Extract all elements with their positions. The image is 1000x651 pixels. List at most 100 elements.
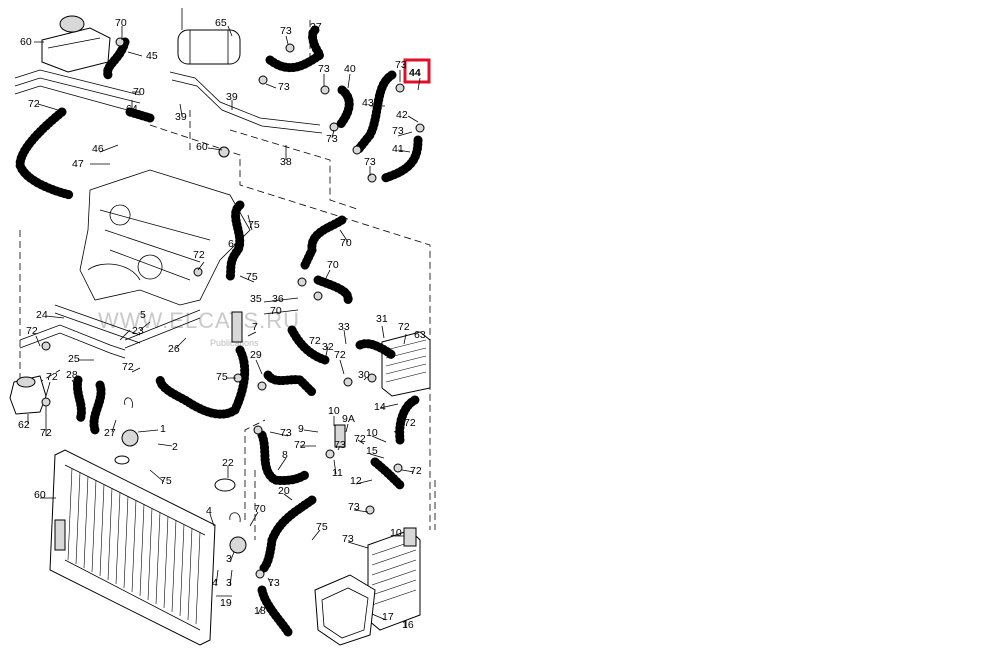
callout-26: 26 [168, 343, 180, 355]
callout-24: 24 [36, 309, 48, 321]
callout-8: 8 [282, 449, 288, 461]
callout-73: 73 [364, 156, 376, 168]
callout-72: 72 [334, 349, 346, 361]
leader-lines [27, 25, 421, 628]
callout-70: 70 [115, 17, 127, 29]
callout-27: 27 [104, 427, 116, 439]
coolant-pipes [14, 69, 323, 359]
callout-72: 72 [294, 439, 306, 451]
callout-73: 73 [280, 427, 292, 439]
callout-73: 73 [334, 439, 346, 451]
callout-28: 28 [66, 369, 78, 381]
hoses [15, 25, 423, 637]
callout-10: 10 [328, 405, 340, 417]
callout-3: 3 [226, 553, 232, 565]
callout-46: 46 [92, 143, 104, 155]
coolant-reservoir [9, 375, 47, 415]
callout-75: 75 [246, 271, 258, 283]
callout-39: 39 [175, 111, 187, 123]
callout-75: 75 [216, 371, 228, 383]
callout-73: 73 [326, 133, 338, 145]
callout-19: 19 [220, 597, 232, 609]
callout-17: 17 [382, 611, 394, 623]
callout-40: 40 [344, 63, 356, 75]
callout-70: 70 [254, 503, 266, 515]
callout-20: 20 [278, 485, 290, 497]
clamps-fittings [41, 37, 425, 579]
callout-75: 75 [160, 475, 172, 487]
callout-11: 11 [332, 467, 343, 479]
callout-42: 42 [396, 109, 408, 121]
callout-60: 60 [20, 36, 32, 48]
callout-45: 45 [146, 50, 158, 62]
radiator [49, 449, 216, 646]
callout-72: 72 [404, 417, 416, 429]
callout-37: 37 [310, 21, 322, 33]
callout-7: 7 [252, 321, 258, 333]
callout-70: 70 [340, 237, 352, 249]
callout-72: 72 [354, 433, 366, 445]
callout-38: 38 [280, 156, 292, 168]
engine-block [79, 169, 251, 306]
callout-72: 72 [122, 361, 134, 373]
callout-72: 72 [46, 371, 58, 383]
callout-73: 73 [342, 533, 354, 545]
callout-10: 10 [390, 527, 402, 539]
callout-63: 63 [414, 329, 426, 341]
callout-72: 72 [309, 335, 321, 347]
oil-cooler [381, 331, 431, 397]
callout-41: 41 [392, 143, 404, 155]
callout-25: 25 [68, 353, 80, 365]
callout-72: 72 [28, 98, 40, 110]
callout-73: 73 [318, 63, 330, 75]
auxiliary-pump [177, 8, 241, 65]
heater-housing [314, 574, 376, 646]
callout-62: 62 [18, 419, 30, 431]
callout-15: 15 [366, 445, 378, 457]
highlight-box-44 [403, 58, 431, 84]
callout-73: 73 [278, 81, 290, 93]
callout-36: 36 [272, 293, 284, 305]
callout-6: 6 [228, 238, 234, 250]
callout-33: 33 [338, 321, 350, 333]
callout-73: 73 [268, 577, 280, 589]
callout-35: 35 [250, 293, 262, 305]
callout-44: 44 [409, 67, 421, 79]
callout-9A: 9A [342, 413, 355, 425]
callout-43: 43 [362, 97, 374, 109]
callout-14: 14 [374, 401, 386, 413]
callout-39: 39 [226, 91, 238, 103]
watermark-sub: Publications [210, 338, 259, 348]
callout-2: 2 [172, 441, 178, 453]
callout-72: 72 [398, 321, 410, 333]
expansion-tank [41, 15, 111, 73]
callout-4: 4 [212, 577, 218, 589]
callout-9: 9 [298, 423, 304, 435]
callout-12: 12 [350, 475, 362, 487]
callout-16: 16 [402, 619, 414, 631]
callout-60: 60 [34, 489, 46, 501]
callout-73: 73 [392, 125, 404, 137]
callout-70: 70 [327, 259, 339, 271]
callout-73: 73 [280, 25, 292, 37]
callout-5: 5 [140, 309, 146, 321]
callout-31: 31 [376, 313, 388, 325]
callout-75: 75 [248, 219, 260, 231]
callout-65: 65 [215, 17, 227, 29]
callout-23: 23 [132, 325, 144, 337]
callout-60: 60 [196, 141, 208, 153]
callout-73: 73 [348, 501, 360, 513]
watermark: WWW.ELCATS.RU [98, 308, 300, 333]
heater-core [367, 527, 421, 631]
callout-30: 30 [358, 369, 370, 381]
callout-22: 22 [222, 457, 234, 469]
callout-1: 1 [160, 423, 166, 435]
callout-10: 10 [366, 427, 378, 439]
callout-47: 47 [72, 158, 84, 170]
callout-72: 72 [26, 325, 38, 337]
callout-4: 4 [206, 505, 212, 517]
callout-70: 70 [270, 305, 282, 317]
callout-29: 29 [250, 349, 262, 361]
callout-73: 73 [395, 59, 407, 71]
